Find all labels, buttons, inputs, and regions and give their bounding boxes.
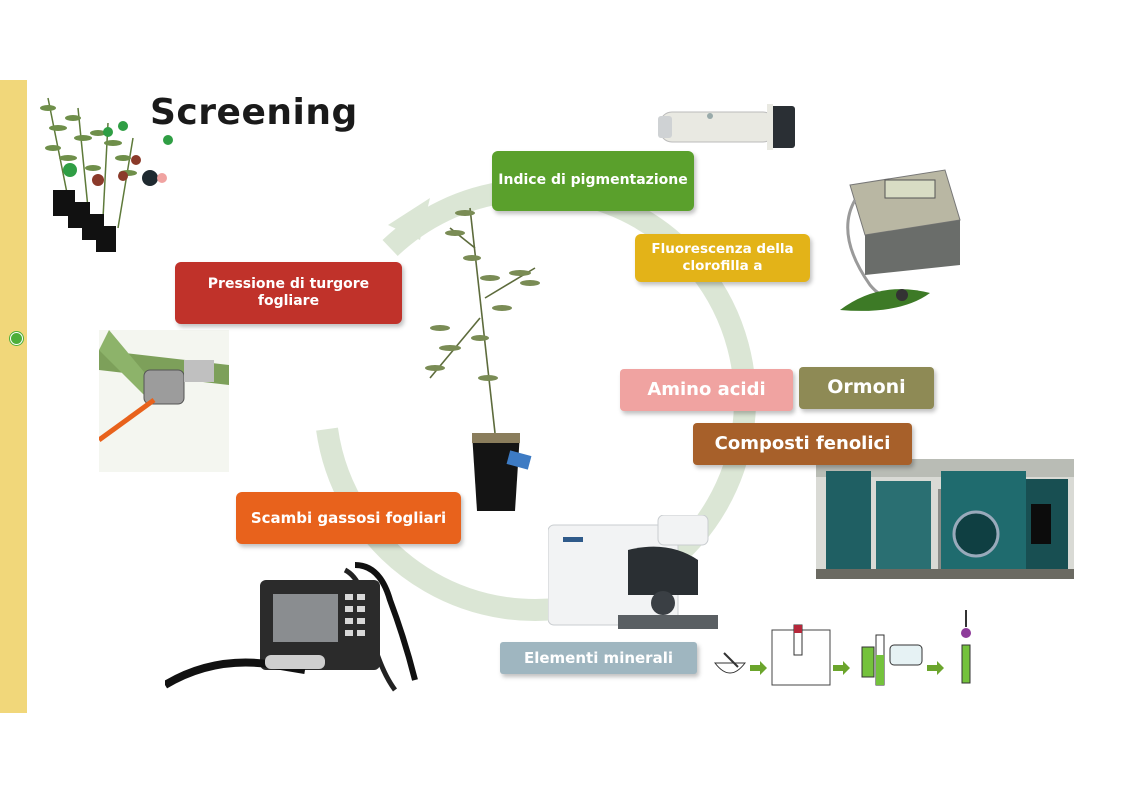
- fluorometer-icon: [840, 169, 961, 311]
- sidebar-bullet-icon: [10, 332, 23, 345]
- sidebar-band: [0, 80, 27, 713]
- box-chlorophyll-fluorescence: Fluorescenza della clorofilla a: [635, 234, 810, 282]
- chlorophyll-meter-icon: [658, 104, 795, 150]
- pressure-probe-icon: [99, 330, 229, 472]
- gas-exchange-analyzer-icon: [165, 562, 418, 692]
- icp-spectrometer-icon: [548, 515, 718, 629]
- box-leaf-gas-exchange: Scambi gassosi fogliari: [236, 492, 461, 544]
- box-mineral-elements: Elementi minerali: [500, 642, 697, 674]
- olive-saplings-icon: [40, 97, 173, 252]
- box-hormones: Ormoni: [799, 367, 934, 409]
- olive-plant-icon: [425, 207, 540, 511]
- sample-prep-workflow-icon: [713, 610, 971, 686]
- box-amino-acids: Amino acidi: [620, 369, 793, 411]
- box-phenolic-compounds: Composti fenolici: [693, 423, 912, 465]
- box-leaf-turgor-pressure: Pressione di turgore fogliare: [175, 262, 402, 324]
- hplc-system-icon: [816, 459, 1074, 579]
- box-pigmentation-index: Indice di pigmentazione: [492, 151, 694, 211]
- page-title: Screening: [150, 92, 358, 133]
